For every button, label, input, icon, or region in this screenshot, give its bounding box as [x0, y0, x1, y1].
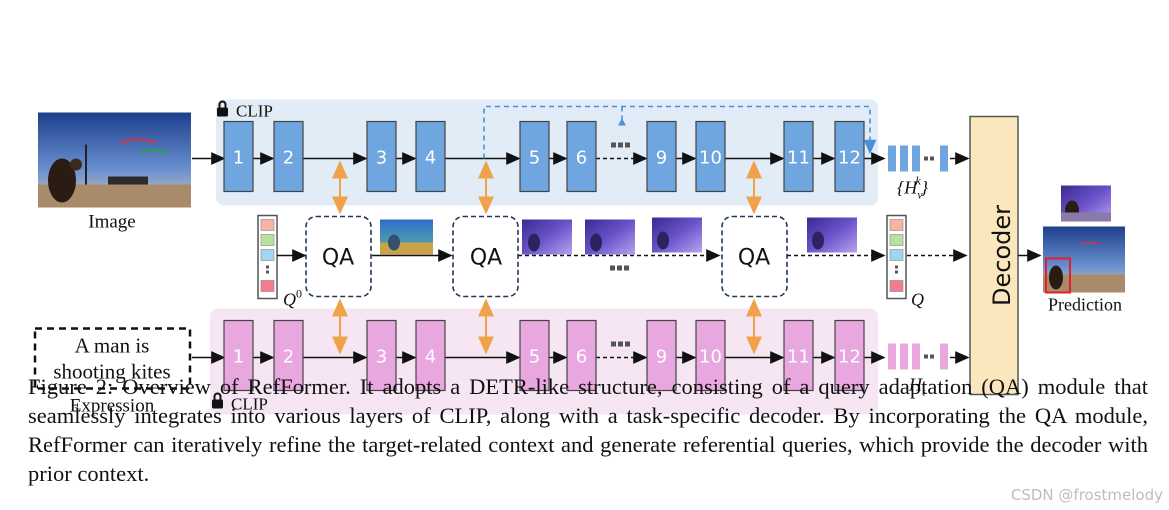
attention-map-thumbnail — [585, 219, 635, 255]
vision-layer-4: 4 — [415, 120, 446, 193]
initial-query-stack — [257, 214, 278, 300]
clip-label-top: CLIP — [236, 102, 273, 121]
expression-label: Expression — [70, 396, 155, 417]
vision-layer-label: 9 — [656, 148, 667, 169]
text-chain-ellipsis — [611, 341, 630, 347]
vision-layer-9: 9 — [646, 120, 677, 193]
text-layer-label: 10 — [699, 347, 722, 368]
text-layer-label: 4 — [425, 347, 436, 368]
svg-text:QA: QA — [470, 246, 502, 271]
text-layer-11: 11 — [783, 319, 814, 392]
text-layer-3: 3 — [366, 319, 397, 392]
qa-interaction-arrows — [332, 160, 762, 355]
expression-box — [33, 327, 192, 390]
vision-layer-label: 1 — [233, 148, 244, 169]
vision-layer-3: 3 — [366, 120, 397, 193]
text-layer-6: 6 — [566, 319, 597, 392]
text-layer-label: 12 — [838, 347, 861, 368]
text-layer-label: 11 — [787, 347, 810, 368]
lock-icon — [212, 392, 223, 409]
attention-map-thumbnail — [522, 219, 572, 255]
text-layer-1: 1 — [223, 319, 254, 392]
attention-map-thumbnail — [652, 217, 702, 253]
multi-level-feature-connections — [483, 105, 877, 159]
vision-layer-12: 12 — [834, 120, 865, 193]
initial-query-label: Q0 — [283, 287, 302, 310]
expression-text-line1: A man is — [75, 334, 150, 358]
prediction-label: Prediction — [1048, 295, 1122, 315]
vision-layer-label: 5 — [529, 148, 540, 169]
referential-query-label: Q — [911, 290, 924, 310]
expression-text-line2: shooting kites — [53, 360, 170, 384]
vision-chain-ellipsis — [611, 142, 630, 148]
image-label: Image — [88, 212, 135, 233]
vision-layer-label: 6 — [576, 148, 587, 169]
decoder-block — [969, 115, 1019, 396]
qa-module-3: QA — [721, 215, 788, 298]
vision-layer-label: 2 — [283, 148, 294, 169]
text-feature-label: Ht — [908, 375, 926, 399]
text-layer-label: 6 — [576, 347, 587, 368]
svg-text:QA: QA — [738, 246, 770, 271]
query-flow-ellipsis — [610, 265, 629, 271]
svg-text:QA: QA — [322, 246, 354, 271]
vision-layer-6: 6 — [566, 120, 597, 193]
text-layer-label: 2 — [283, 347, 294, 368]
input-image — [38, 112, 191, 208]
text-layer-5: 5 — [519, 319, 550, 392]
text-layer-4: 4 — [415, 319, 446, 392]
vision-layer-label: 10 — [699, 148, 722, 169]
text-layer-9: 9 — [646, 319, 677, 392]
text-layer-label: 1 — [233, 347, 244, 368]
vision-layer-2: 2 — [273, 120, 304, 193]
vision-layer-5: 5 — [519, 120, 550, 193]
vision-layer-label: 12 — [838, 148, 861, 169]
text-layer-2: 2 — [273, 319, 304, 392]
vision-layer-11: 11 — [783, 120, 814, 193]
vision-feature-tokens — [888, 145, 948, 172]
vision-layer-label: 3 — [376, 148, 387, 169]
lock-icon — [217, 100, 228, 117]
prediction-crop-image — [1061, 185, 1111, 222]
attention-map-thumbnail — [380, 219, 433, 255]
vision-feature-label: {Hvk} — [897, 174, 929, 202]
figure-caption: Figure 2: Overview of RefFormer. It adop… — [28, 374, 1148, 486]
text-feature-tokens — [888, 343, 948, 370]
vision-layer-label: 4 — [425, 148, 436, 169]
watermark: CSDN @frostmelody — [1010, 486, 1163, 504]
referential-query-stack — [886, 214, 907, 300]
clip-label-bottom: CLIP — [231, 395, 268, 414]
text-layer-10: 10 — [695, 319, 726, 392]
text-layer-12: 12 — [834, 319, 865, 392]
qa-module-1: QA — [305, 215, 372, 298]
vision-layer-10: 10 — [695, 120, 726, 193]
text-layer-label: 5 — [529, 347, 540, 368]
vision-layer-1: 1 — [223, 120, 254, 193]
text-layer-label: 9 — [656, 347, 667, 368]
vision-layer-label: 11 — [787, 148, 810, 169]
prediction-image — [1043, 226, 1125, 294]
decoder-label: Decoder — [988, 205, 1016, 306]
text-layer-label: 3 — [376, 347, 387, 368]
attention-map-thumbnail — [807, 217, 857, 253]
qa-module-2: QA — [452, 215, 519, 298]
